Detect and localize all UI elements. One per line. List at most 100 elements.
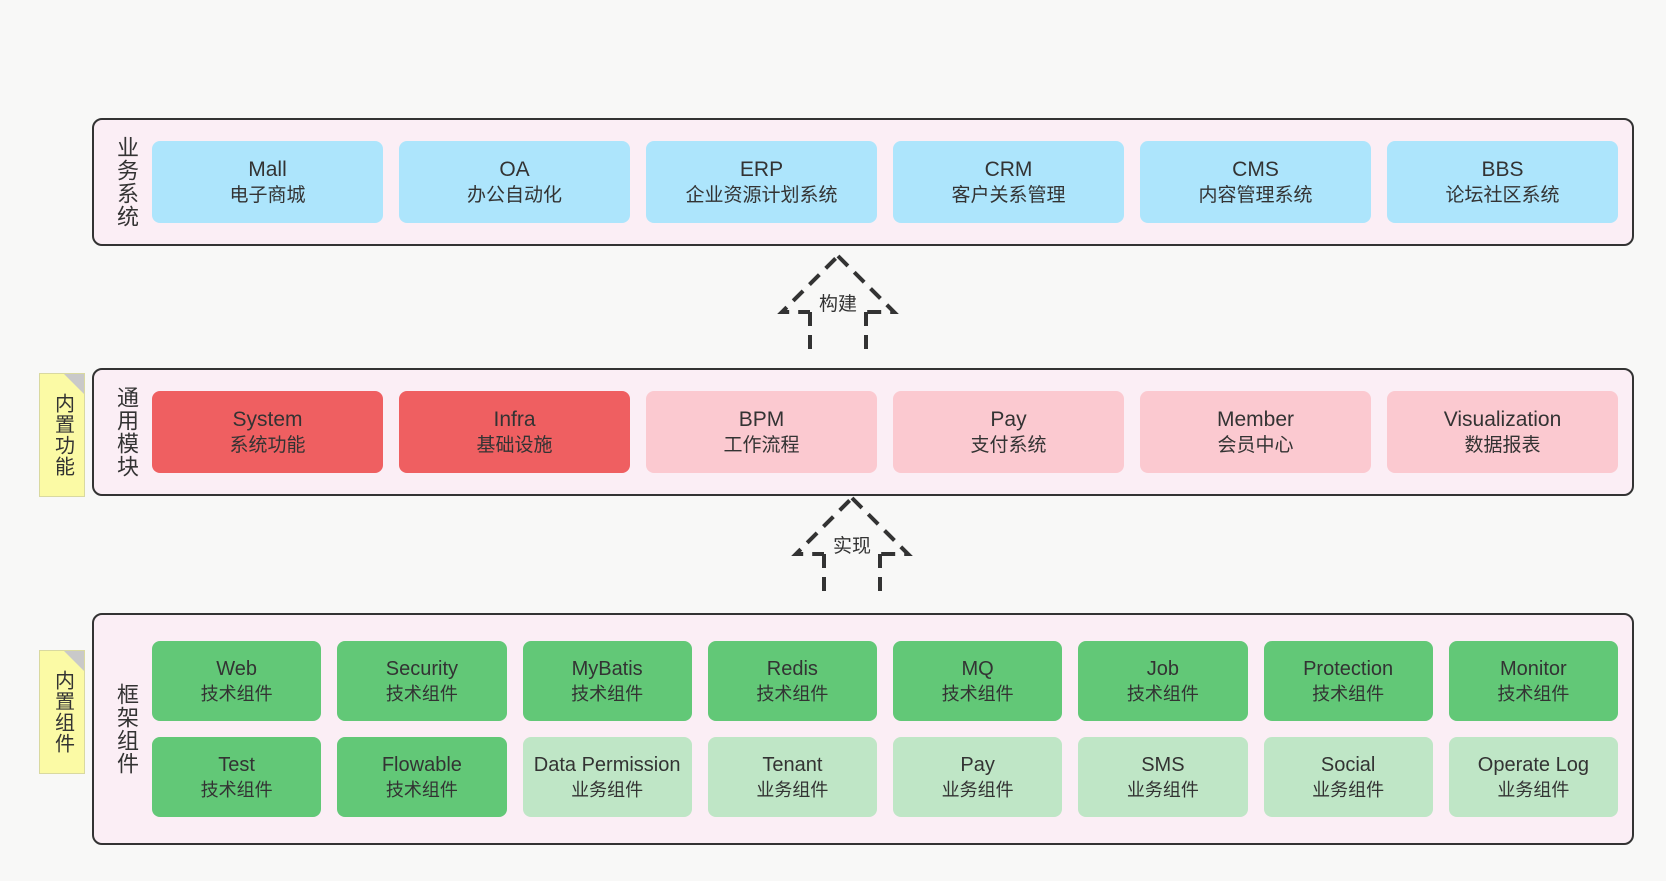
card-subtitle: 电子商城 [229, 184, 306, 206]
card-title: Pay [990, 407, 1027, 431]
card-subtitle: 技术组件 [571, 683, 644, 704]
card-bpm[interactable]: BPM 工作流程 [646, 391, 877, 473]
card-cms[interactable]: CMS 内容管理系统 [1140, 141, 1371, 223]
connector-label-build: 构建 [816, 294, 860, 316]
card-flowable[interactable]: Flowable 技术组件 [337, 737, 507, 817]
card-monitor[interactable]: Monitor 技术组件 [1448, 641, 1618, 721]
card-title: Tenant [762, 753, 823, 776]
card-subtitle: 技术组件 [1312, 683, 1385, 704]
card-title: Member [1216, 407, 1295, 431]
card-title: Security [385, 657, 458, 680]
card-title: Mall [248, 157, 287, 181]
card-infra[interactable]: Infra 基础设施 [399, 391, 630, 473]
card-subtitle: 基础设施 [476, 434, 553, 456]
generalization-arrowhead-icon [791, 495, 913, 556]
card-operate-log[interactable]: Operate Log 业务组件 [1448, 737, 1618, 817]
layer-label-common-modules: 通用模块 [114, 386, 139, 478]
card-subtitle: 技术组件 [1497, 683, 1570, 704]
layer-framework-components: 框架组件 Web 技术组件 Security 技术组件 MyBatis 技术组件… [92, 613, 1634, 845]
card-subtitle: 技术组件 [385, 683, 458, 704]
card-title: Job [1146, 657, 1179, 680]
card-data-permission[interactable]: Data Permission 业务组件 [522, 737, 692, 817]
card-title: CMS [1232, 157, 1279, 181]
card-title: SMS [1141, 753, 1185, 776]
card-tenant[interactable]: Tenant 业务组件 [707, 737, 877, 817]
connector-build: 构建 [748, 250, 928, 360]
card-row: Mall 电子商城 OA 办公自动化 ERP 企业资源计划系统 CRM 客户关系… [152, 141, 1618, 223]
card-title: OA [499, 157, 530, 181]
card-protection[interactable]: Protection 技术组件 [1263, 641, 1433, 721]
connector-implement: 实现 [762, 492, 942, 602]
card-subtitle: 企业资源计划系统 [685, 184, 838, 206]
card-subtitle: 论坛社区系统 [1445, 184, 1560, 206]
card-title: Social [1320, 753, 1376, 776]
card-subtitle: 技术组件 [385, 779, 458, 800]
card-subtitle: 技术组件 [200, 683, 273, 704]
card-oa[interactable]: OA 办公自动化 [399, 141, 630, 223]
card-title: Data Permission [533, 753, 681, 776]
card-subtitle: 技术组件 [756, 683, 829, 704]
card-crm[interactable]: CRM 客户关系管理 [893, 141, 1124, 223]
card-erp[interactable]: ERP 企业资源计划系统 [646, 141, 877, 223]
layer-label-framework-components: 框架组件 [114, 683, 139, 775]
card-pay-module[interactable]: Pay 支付系统 [893, 391, 1124, 473]
card-subtitle: 办公自动化 [466, 184, 562, 206]
card-subtitle: 业务组件 [941, 779, 1014, 800]
card-pay-component[interactable]: Pay 业务组件 [893, 737, 1063, 817]
card-title: MyBatis [571, 657, 643, 680]
card-title: Web [216, 657, 257, 680]
card-subtitle: 技术组件 [941, 683, 1014, 704]
card-subtitle: 会员中心 [1217, 434, 1294, 456]
card-visualization[interactable]: Visualization 数据报表 [1387, 391, 1618, 473]
layer-label-business-systems: 业务系统 [114, 136, 139, 228]
card-mq[interactable]: MQ 技术组件 [893, 641, 1063, 721]
card-bbs[interactable]: BBS 论坛社区系统 [1387, 141, 1618, 223]
card-subtitle: 数据报表 [1464, 434, 1541, 456]
card-subtitle: 内容管理系统 [1198, 184, 1313, 206]
card-title: BPM [738, 407, 785, 431]
card-redis[interactable]: Redis 技术组件 [707, 641, 877, 721]
card-subtitle: 技术组件 [1126, 683, 1199, 704]
card-title: MQ [961, 657, 994, 680]
card-subtitle: 业务组件 [571, 779, 644, 800]
card-title: Test [218, 753, 255, 776]
card-title: BBS [1481, 157, 1524, 181]
card-subtitle: 系统功能 [229, 434, 306, 456]
card-subtitle: 业务组件 [1312, 779, 1385, 800]
card-mybatis[interactable]: MyBatis 技术组件 [522, 641, 692, 721]
generalization-arrowhead-icon [777, 253, 899, 314]
card-title: Protection [1303, 657, 1394, 680]
card-title: Flowable [381, 753, 462, 776]
card-title: Monitor [1500, 657, 1567, 680]
layer-common-modules: 通用模块 System 系统功能 Infra 基础设施 BPM 工作流程 Pay… [92, 368, 1634, 496]
card-job[interactable]: Job 技术组件 [1078, 641, 1248, 721]
card-title: Infra [493, 407, 536, 431]
card-subtitle: 支付系统 [970, 434, 1047, 456]
card-row: System 系统功能 Infra 基础设施 BPM 工作流程 Pay 支付系统… [152, 391, 1618, 473]
card-row: Web 技术组件 Security 技术组件 MyBatis 技术组件 Redi… [152, 641, 1618, 721]
card-title: Visualization [1443, 407, 1562, 431]
layer-body-business-systems: Mall 电子商城 OA 办公自动化 ERP 企业资源计划系统 CRM 客户关系… [148, 141, 1632, 223]
card-title: Operate Log [1477, 753, 1589, 776]
card-subtitle: 业务组件 [1126, 779, 1199, 800]
card-title: System [232, 407, 303, 431]
card-mall[interactable]: Mall 电子商城 [152, 141, 383, 223]
connector-label-implement: 实现 [830, 536, 874, 558]
card-security[interactable]: Security 技术组件 [337, 641, 507, 721]
layer-body-common-modules: System 系统功能 Infra 基础设施 BPM 工作流程 Pay 支付系统… [148, 391, 1632, 473]
card-subtitle: 客户关系管理 [951, 184, 1066, 206]
note-builtin-functions: 内置功能 [39, 373, 85, 497]
layer-business-systems: 业务系统 Mall 电子商城 OA 办公自动化 ERP 企业资源计划系统 CRM… [92, 118, 1634, 246]
card-system[interactable]: System 系统功能 [152, 391, 383, 473]
card-subtitle: 工作流程 [723, 434, 800, 456]
card-title: ERP [739, 157, 784, 181]
card-social[interactable]: Social 业务组件 [1263, 737, 1433, 817]
card-row: Test 技术组件 Flowable 技术组件 Data Permission … [152, 737, 1618, 817]
card-member[interactable]: Member 会员中心 [1140, 391, 1371, 473]
card-subtitle: 业务组件 [1497, 779, 1570, 800]
card-title: Pay [960, 753, 995, 776]
card-web[interactable]: Web 技术组件 [152, 641, 322, 721]
card-sms[interactable]: SMS 业务组件 [1078, 737, 1248, 817]
card-subtitle: 业务组件 [756, 779, 829, 800]
card-test[interactable]: Test 技术组件 [152, 737, 322, 817]
